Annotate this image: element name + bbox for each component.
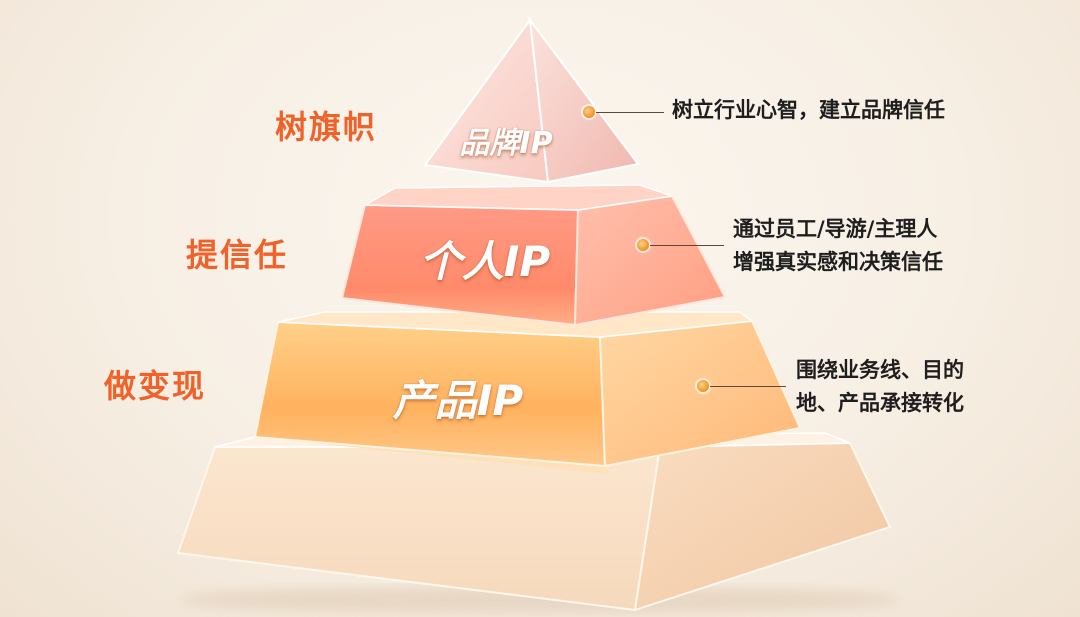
tier-label-personal: 个人IP [419, 237, 551, 286]
description-line: 地、产品承接转化 [796, 391, 964, 415]
leader-line-personal [650, 245, 724, 246]
left-label-personal: 提信任 [186, 236, 289, 274]
leader-line-product [710, 386, 786, 387]
pyramid-tier-product [253, 311, 802, 474]
leader-line-brand [596, 112, 664, 113]
description-product: 围绕业务线、目的 地、产品承接转化 [796, 354, 964, 420]
left-label-brand: 树旗帜 [275, 108, 378, 146]
pyramid-tier-personal [340, 184, 727, 327]
description-line: 树立行业心智，建立品牌信任 [672, 98, 945, 122]
description-line: 通过员工/导游/主理人 [733, 217, 938, 241]
description-line: 围绕业务线、目的 [796, 358, 964, 382]
orange-dot-icon [583, 106, 595, 118]
description-personal: 通过员工/导游/主理人 增强真实感和决策信任 [733, 213, 943, 279]
tier-label-brand: 品牌IP [459, 126, 553, 161]
pyramid-tier-brand [423, 16, 640, 184]
orange-dot-icon [697, 380, 709, 392]
description-brand: 树立行业心智，建立品牌信任 [672, 94, 945, 127]
orange-dot-icon [637, 239, 649, 251]
left-label-product: 做变现 [104, 367, 207, 405]
description-line: 增强真实感和决策信任 [733, 250, 943, 274]
tier-label-product: 产品IP [392, 376, 524, 425]
